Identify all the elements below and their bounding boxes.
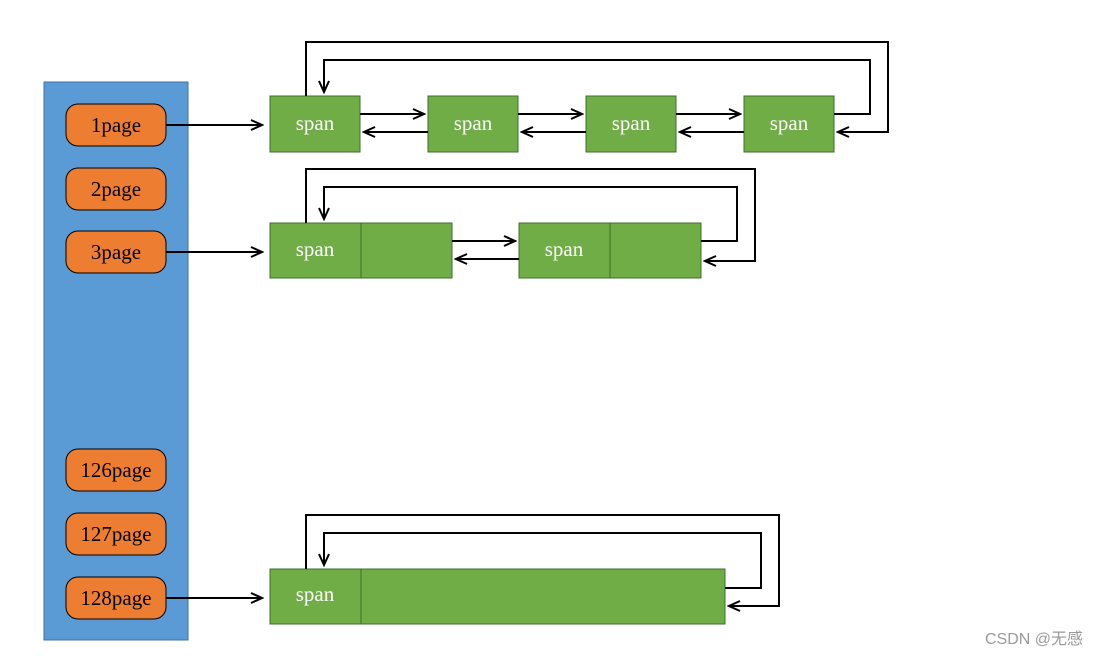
span-block — [585, 95, 677, 153]
wrap-link-inner — [324, 186, 738, 242]
span-row-128page: span — [269, 514, 780, 625]
span-label: span — [770, 111, 809, 135]
wrap-link-outer — [305, 168, 756, 261]
span-label: span — [545, 237, 584, 261]
page-label: 1page — [91, 113, 141, 137]
wrap-link-inner — [324, 59, 871, 115]
page-item-3: 3page — [65, 230, 167, 274]
page-pill — [65, 448, 167, 492]
wrap-link-outer — [305, 514, 780, 606]
page-item-128: 128page — [65, 576, 167, 620]
span-row-1page: span span span span — [269, 41, 889, 153]
wrap-link-inner — [324, 532, 762, 589]
watermark: CSDN @无感 — [984, 631, 1083, 648]
page-item-1: 1page — [65, 103, 167, 147]
page-label: 3page — [91, 240, 141, 264]
span-label: span — [454, 111, 493, 135]
span-block — [743, 95, 835, 153]
span-block — [269, 568, 726, 625]
span-label: span — [296, 111, 335, 135]
page-pill — [65, 167, 167, 211]
page-pill — [65, 512, 167, 556]
span-block — [427, 95, 519, 153]
page-label: 127page — [80, 522, 151, 546]
span-label: span — [612, 111, 651, 135]
span-label: span — [296, 582, 335, 606]
page-label: 128page — [80, 586, 151, 610]
span-label: span — [296, 237, 335, 261]
page-item-127: 127page — [65, 512, 167, 556]
page-label: 126page — [80, 458, 151, 482]
page-label: 2page — [91, 177, 141, 201]
span-row-3page: span span — [269, 168, 756, 279]
page-list-panel — [43, 81, 189, 641]
page-item-2: 2page — [65, 167, 167, 211]
page-item-126: 126page — [65, 448, 167, 492]
wrap-link-outer — [305, 41, 889, 132]
span-block — [269, 95, 361, 153]
